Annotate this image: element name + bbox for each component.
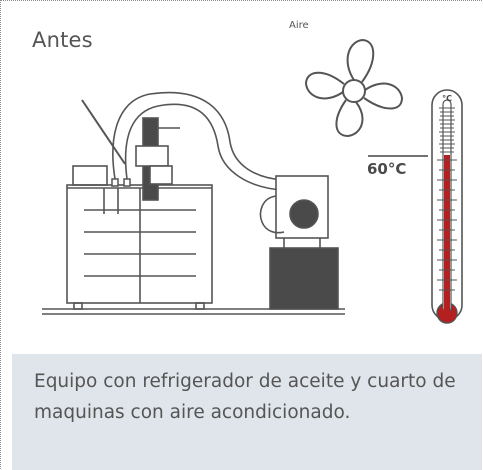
oil-cooler (259, 175, 339, 310)
fan-label: Aire (289, 20, 309, 31)
oil-hoses (112, 91, 284, 191)
dipstick-rod (81, 99, 126, 165)
hydraulic-tank (66, 165, 213, 310)
fan-icon (305, 39, 403, 137)
caption-panel (12, 354, 482, 470)
thermometer-unit: °C (442, 94, 452, 103)
thermometer-icon: °C (368, 89, 463, 324)
caption-text: Equipo con refrigerador de aceite y cuar… (34, 371, 456, 423)
pump-motor (135, 117, 180, 201)
diagram-title: Antes (32, 28, 93, 52)
temperature-label: 60°C (367, 160, 407, 178)
